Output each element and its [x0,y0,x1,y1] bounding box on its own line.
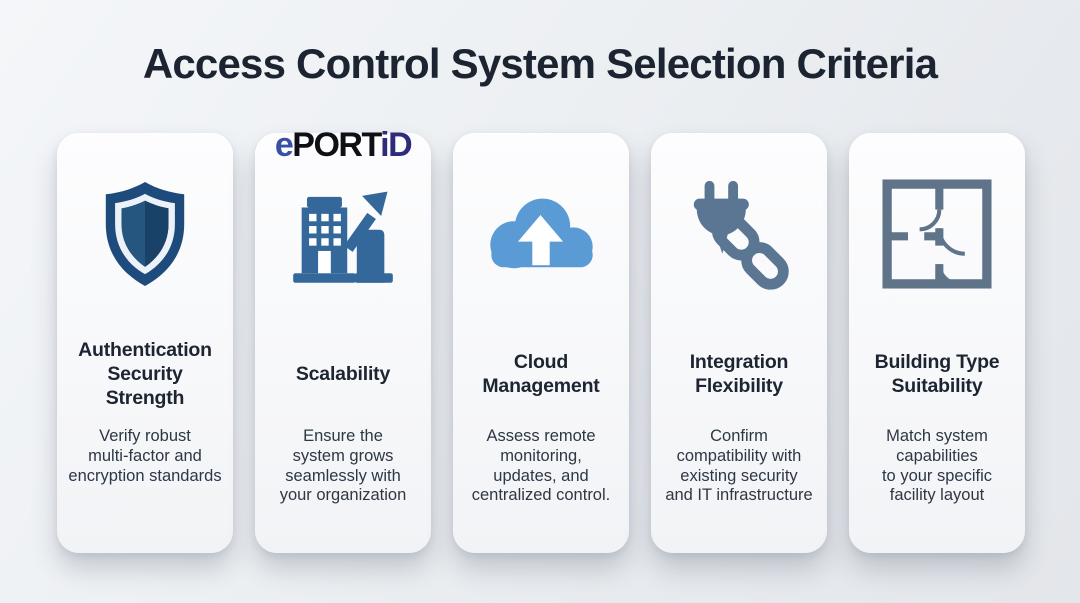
card-title: Authentication Security Strength [78,339,212,409]
logo-text-port: PORT [292,126,381,164]
card-description: Match system capabilities to your specif… [881,427,993,505]
card-description: Confirm compatibility with existing secu… [665,427,813,505]
card-integration-flexibility: Integration Flexibility Confirm compatib… [651,133,827,553]
building-growth-icon [293,191,393,283]
page-title: Access Control System Selection Criteria [142,40,938,87]
card-title: Scalability [295,363,391,386]
criteria-cards-row: Authentication Security Strength Verify … [57,133,1025,553]
card-building-type-suitability: Building Type Suitability Match system c… [849,133,1025,553]
logo-letter-i: i [380,126,389,164]
card-cloud-management: Cloud Management Assess remote monitorin… [453,133,629,553]
logo-letter-d: D [388,126,413,164]
cloud-upload-icon [490,198,593,268]
card-description: Ensure the system grows seamlessly with … [279,427,407,505]
card-authentication-security: Authentication Security Strength Verify … [57,133,233,553]
plug-link-icon [693,180,789,290]
card-title: Building Type Suitability [874,351,1000,397]
eportid-logo: ePORTiD [255,128,431,162]
card-icon-area [263,133,423,335]
card-icon-area [857,133,1017,335]
card-description: Verify robust multi-factor and encryptio… [68,427,222,485]
card-title: Cloud Management [482,351,600,397]
card-title: Integration Flexibility [689,351,789,397]
card-icon-area [461,133,621,335]
logo-letter-e: e [274,126,294,164]
shield-icon [105,182,185,286]
floor-plan-icon [882,179,992,289]
card-icon-area [65,133,225,335]
card-icon-area [659,133,819,335]
card-scalability: Scalability Ensure the system grows seam… [255,133,431,553]
card-description: Assess remote monitoring, updates, and c… [471,427,611,505]
